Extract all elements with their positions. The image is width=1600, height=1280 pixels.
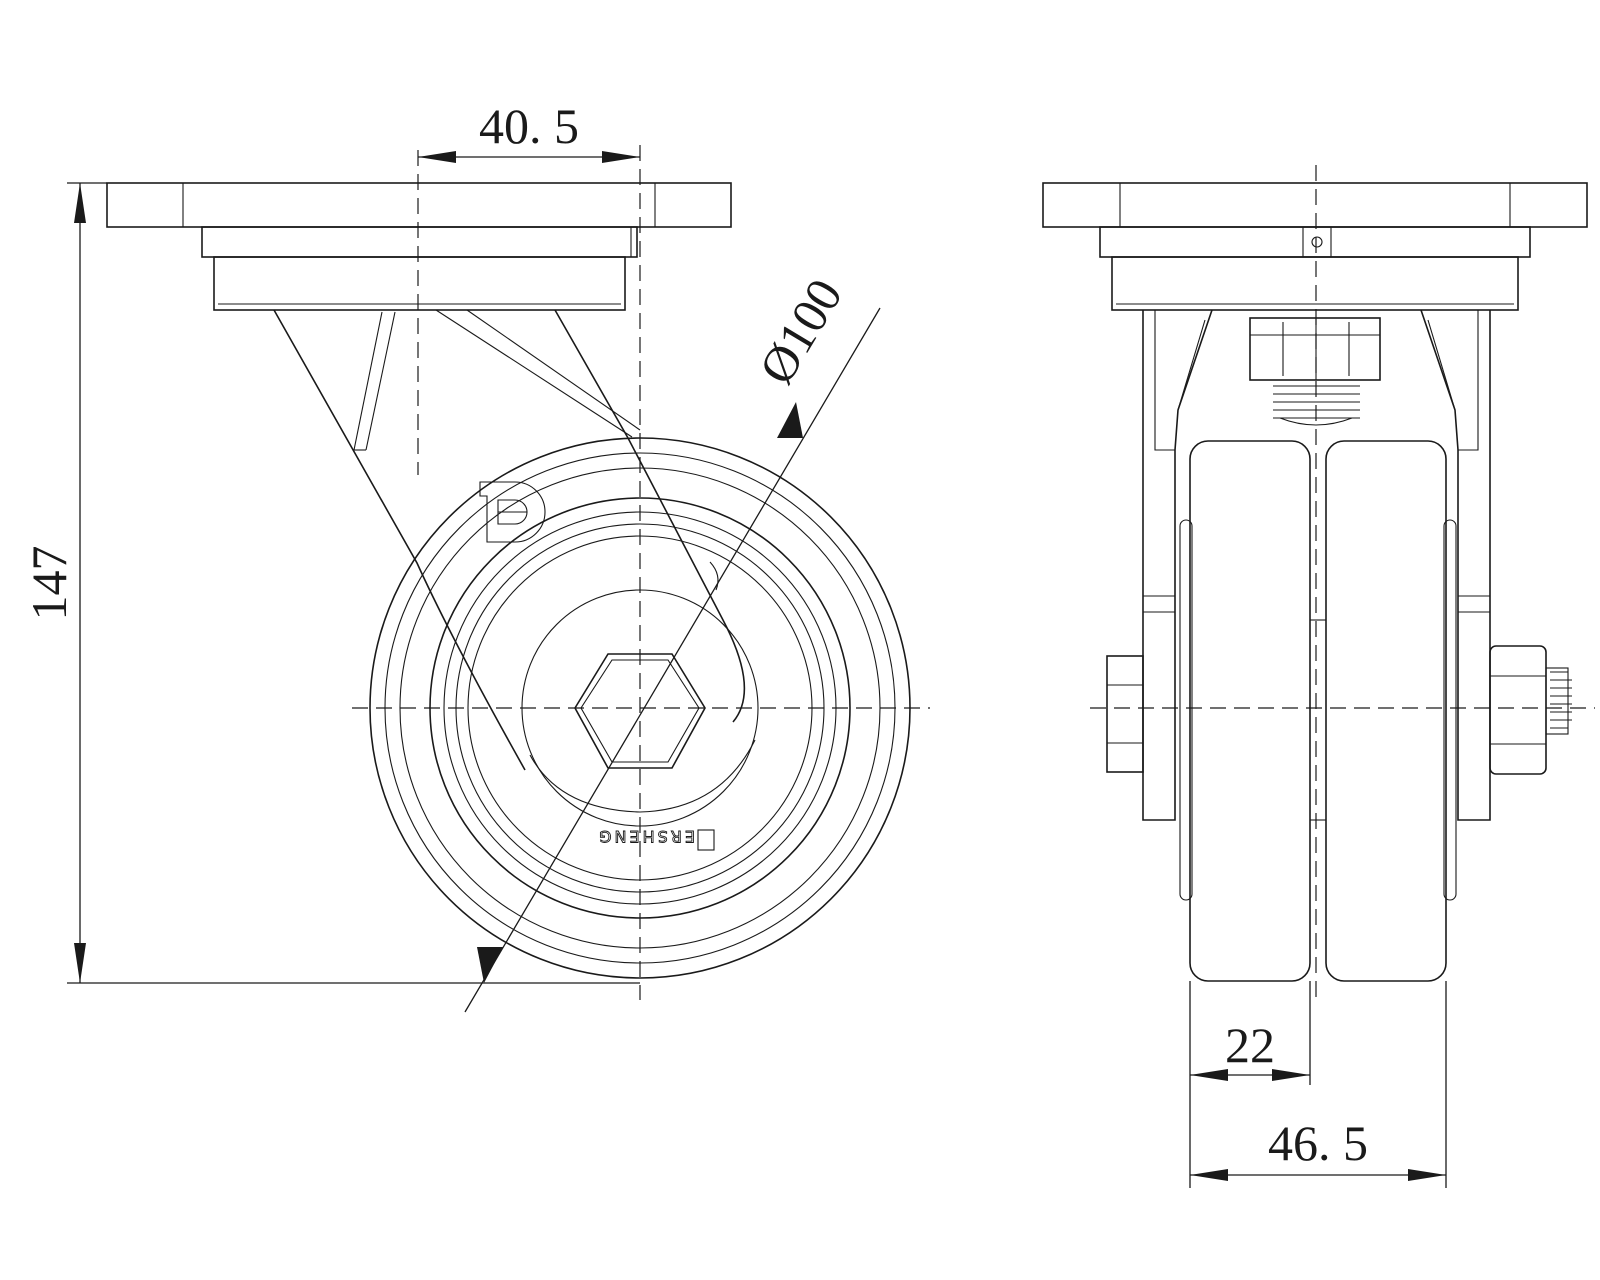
dim-wheel-width: 22 bbox=[1189, 981, 1311, 1188]
dim-overall-width-label: 46. 5 bbox=[1268, 1115, 1368, 1171]
dim-plate-offset-label: 40. 5 bbox=[479, 98, 579, 154]
front-top-plate bbox=[1042, 182, 1588, 311]
front-view-centerlines bbox=[1090, 165, 1595, 1000]
twin-wheels bbox=[1179, 440, 1457, 982]
wheel-brand-marking: ERSHENG bbox=[596, 827, 695, 846]
dim-wheel-diameter: Ø100 bbox=[464, 269, 881, 1013]
wheel-brand-partial-mark bbox=[709, 561, 719, 591]
dim-wheel-width-label: 22 bbox=[1225, 1017, 1275, 1073]
side-view: D ERSHENG 40. 5 147 bbox=[21, 98, 930, 1013]
axle-nut-right bbox=[1489, 645, 1572, 775]
axle-nut-left bbox=[1106, 655, 1144, 773]
front-view: 22 46. 5 bbox=[1042, 165, 1595, 1188]
dim-wheel-diameter-label: Ø100 bbox=[748, 269, 853, 393]
dim-plate-offset: 40. 5 bbox=[418, 98, 640, 163]
kingpin-nut bbox=[1249, 317, 1381, 426]
top-plate bbox=[106, 182, 732, 311]
fork-leg bbox=[273, 309, 746, 771]
side-view-centerlines bbox=[352, 145, 930, 1000]
dim-overall-height: 147 bbox=[21, 182, 640, 984]
wheel-logo-mark bbox=[697, 829, 715, 851]
dim-overall-width: 46. 5 bbox=[1190, 981, 1447, 1188]
brand-logo: D bbox=[479, 481, 546, 543]
dim-overall-height-label: 147 bbox=[21, 546, 77, 621]
